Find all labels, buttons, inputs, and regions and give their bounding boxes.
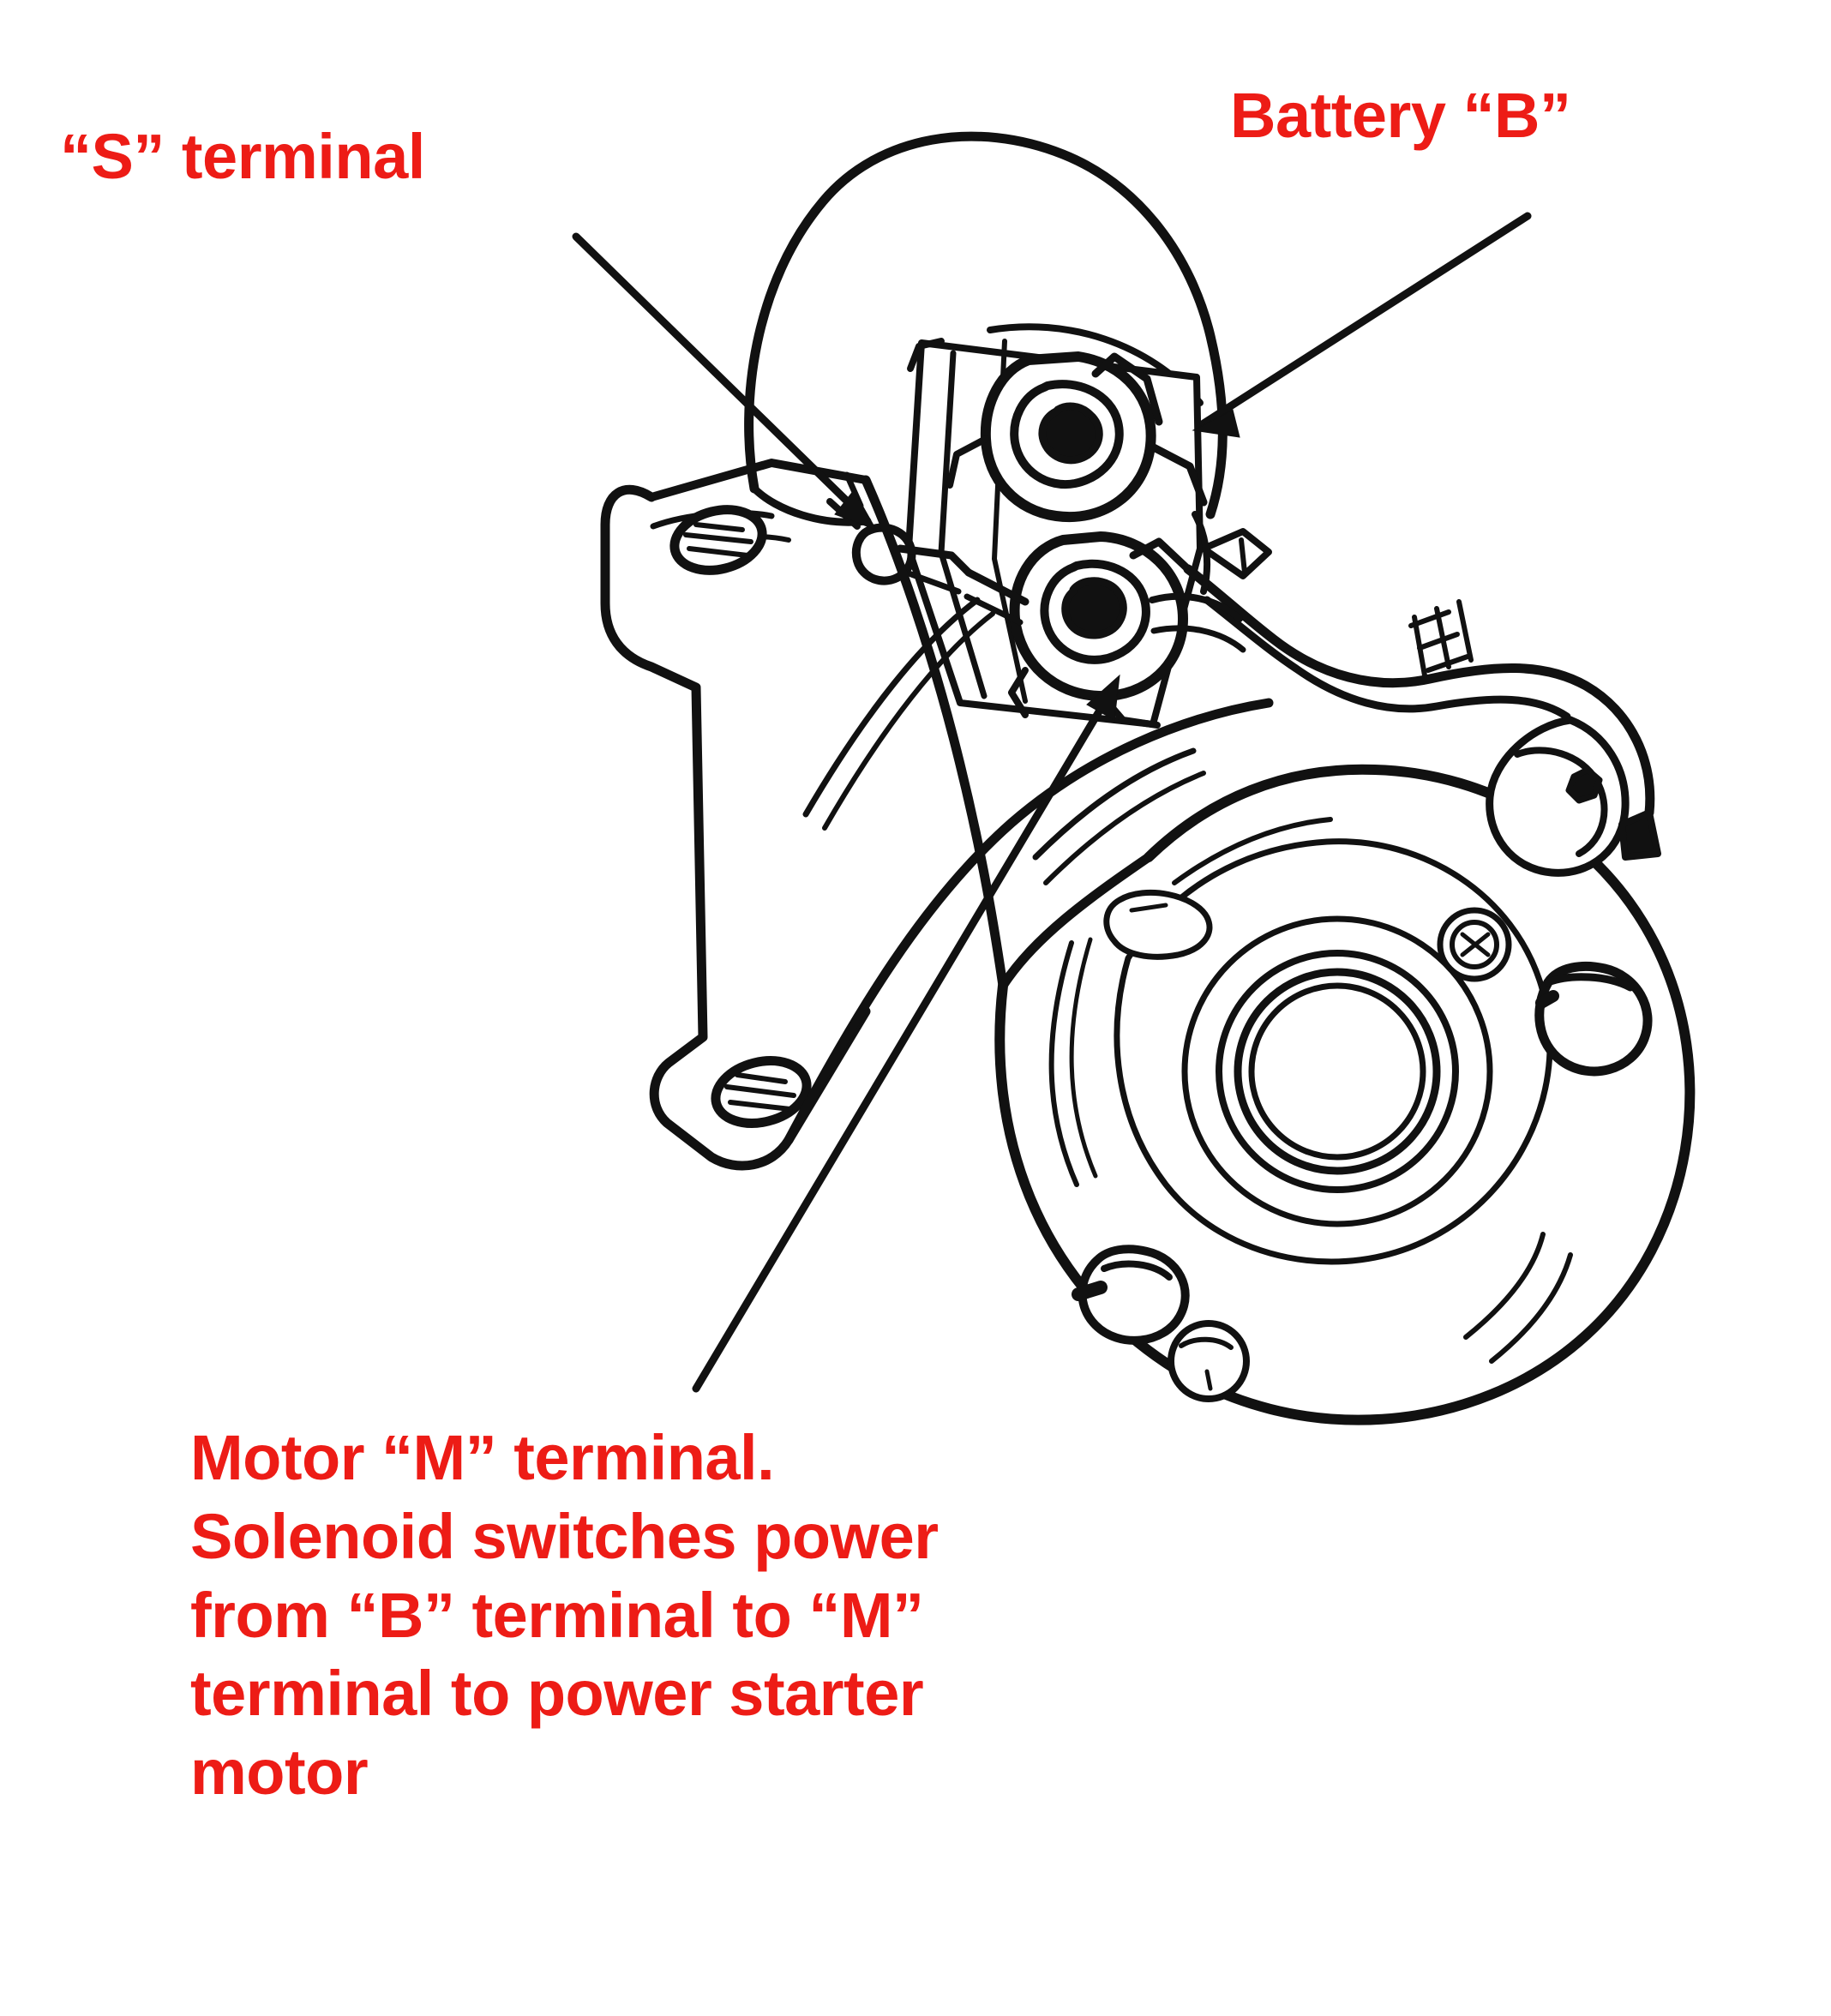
cable-lug-crosshatch bbox=[1408, 599, 1474, 678]
annotation-motor-terminal: Motor “M” terminal. Solenoid switches po… bbox=[190, 1419, 1202, 1812]
solenoid-link-bar bbox=[964, 568, 1030, 626]
motor-terminal-nut bbox=[1008, 531, 1192, 729]
drive-end-housing bbox=[994, 764, 1696, 1425]
leader-line-motor bbox=[692, 674, 1120, 1393]
leader-lines bbox=[572, 212, 1532, 1393]
annotation-battery-terminal: Battery “B” bbox=[1230, 80, 1571, 151]
flange-bolt-hole-upper bbox=[669, 505, 767, 575]
battery-terminal-nut bbox=[946, 351, 1208, 523]
annotation-motor-line-2: Solenoid switches power bbox=[190, 1500, 939, 1572]
annotation-motor-line-5: motor bbox=[190, 1737, 369, 1808]
annotation-motor-line-4: terminal to power starter bbox=[190, 1658, 924, 1730]
starter-motor-housing bbox=[783, 475, 1274, 1145]
annotation-motor-line-1: Motor “M” terminal. bbox=[190, 1422, 775, 1493]
annotation-motor-line-3: from “B” terminal to “M” bbox=[190, 1579, 924, 1651]
solenoid-cover-detail bbox=[907, 338, 1211, 595]
battery-cable bbox=[1183, 564, 1661, 877]
annotation-s-terminal: “S” terminal bbox=[60, 121, 425, 192]
terminal-strap bbox=[1149, 528, 1272, 653]
leader-line-s-terminal bbox=[572, 232, 878, 531]
leader-line-battery bbox=[1192, 212, 1532, 438]
flange-bolt-hole-lower bbox=[711, 1056, 812, 1128]
